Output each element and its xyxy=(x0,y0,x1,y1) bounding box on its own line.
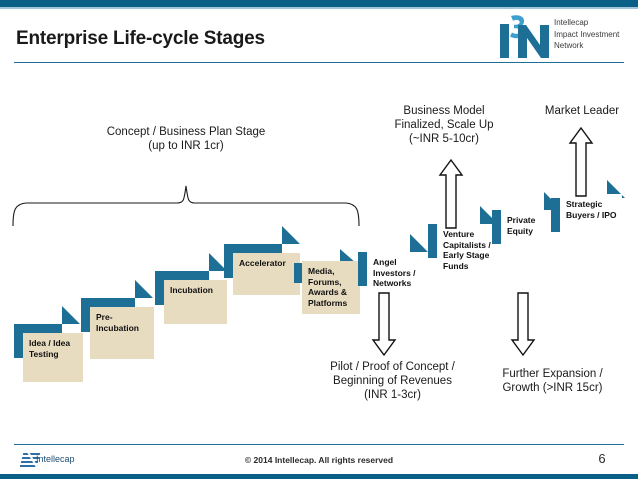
step-angel-investors-networks[interactable]: Angel Investors / Networks xyxy=(358,234,436,296)
brand-logo: Intellecap Impact Investment Network xyxy=(498,14,630,62)
step-strategic-buyers-ipo[interactable]: Strategic Buyers / IPO xyxy=(551,180,631,242)
intellecap-logo-text: Intellecap xyxy=(36,454,75,464)
step-chevron-shape xyxy=(155,253,227,305)
step-card-angel-investors: Angel Investors / Networks xyxy=(367,252,429,296)
step-chevron-shape xyxy=(14,306,80,358)
top-accent-bar xyxy=(0,0,638,7)
arrow-down-pilot-icon xyxy=(371,292,397,357)
caption-concept-stage: Concept / Business Plan Stage (up to INR… xyxy=(86,125,286,153)
step-idea-idea-testing[interactable]: Idea / Idea Testing xyxy=(14,306,86,382)
caption-pilot-line-2: Beginning of Revenues xyxy=(333,375,452,387)
caption-concept-line-2: (up to INR 1cr) xyxy=(148,140,224,152)
arrow-down-further-expansion-icon xyxy=(510,292,536,357)
caption-business-model-line-2: Finalized, Scale Up xyxy=(394,119,494,131)
brand-line-2: Impact Investment xyxy=(554,29,620,39)
caption-market-leader: Market Leader xyxy=(528,104,636,118)
page-number: 6 xyxy=(598,451,606,466)
caption-concept-line-1: Concept / Business Plan Stage xyxy=(106,126,266,138)
i3n-logo-icon xyxy=(500,15,549,58)
step-chevron-shape xyxy=(81,280,153,332)
step-card-idea-idea-testing: Idea / Idea Testing xyxy=(23,333,83,382)
title-divider xyxy=(14,62,624,63)
caption-pilot-line-3: (INR 1-3cr) xyxy=(364,389,421,401)
step-card-media-forums: Media, Forums, Awards & Platforms xyxy=(302,261,360,314)
brand-lines: Intellecap Impact Investment Network xyxy=(554,17,630,52)
caption-business-model-line-3: (~INR 5-10cr) xyxy=(409,133,479,145)
step-accelerator[interactable]: Accelerator xyxy=(224,226,310,295)
footer-divider xyxy=(14,444,624,445)
step-card-venture-capitalists: Venture Capitalists / Early Stage Funds xyxy=(437,224,499,271)
caption-pilot-proof-of-concept: Pilot / Proof of Concept / Beginning of … xyxy=(300,360,485,402)
brand-line-3: Network xyxy=(554,41,584,50)
arrow-up-market-leader-icon xyxy=(568,126,594,197)
caption-further-line-1: Further Expansion / xyxy=(502,368,603,380)
caption-business-model: Business Model Finalized, Scale Up (~INR… xyxy=(372,104,516,146)
step-incubation[interactable]: Incubation xyxy=(155,253,235,324)
step-venture-capitalists-early-stage-funds[interactable]: Venture Capitalists / Early Stage Funds xyxy=(428,206,506,271)
caption-further-expansion: Further Expansion / Growth (>INR 15cr) xyxy=(470,367,635,395)
step-chevron-shape xyxy=(224,226,300,278)
page-title: Enterprise Life-cycle Stages xyxy=(16,28,265,49)
caption-business-model-line-1: Business Model xyxy=(403,105,485,117)
step-card-strategic-buyers: Strategic Buyers / IPO xyxy=(560,194,622,230)
copyright-text: © 2014 Intellecap. All rights reserved xyxy=(244,455,394,465)
caption-pilot-line-1: Pilot / Proof of Concept / xyxy=(330,361,455,373)
bottom-accent-bar xyxy=(0,474,638,479)
step-card-incubation: Incubation xyxy=(164,280,227,324)
curly-brace-concept-stage xyxy=(12,185,360,227)
brand-line-1: Intellecap xyxy=(554,18,589,27)
step-media-forums-awards-platforms[interactable]: Media, Forums, Awards & Platforms xyxy=(294,249,366,315)
step-card-accelerator: Accelerator xyxy=(233,253,300,295)
caption-market-leader-line-1: Market Leader xyxy=(544,105,620,117)
intellecap-logo-icon xyxy=(19,451,41,470)
caption-further-line-2: Growth (>INR 15cr) xyxy=(502,382,603,394)
arrow-up-business-model-icon xyxy=(438,158,464,229)
step-card-private-equity: Private Equity xyxy=(501,210,559,240)
step-pre-incubation[interactable]: Pre-Incubation xyxy=(81,280,161,359)
step-card-pre-incubation: Pre-Incubation xyxy=(90,307,154,359)
top-accent-underline xyxy=(0,7,638,9)
step-private-equity[interactable]: Private Equity xyxy=(492,192,570,254)
